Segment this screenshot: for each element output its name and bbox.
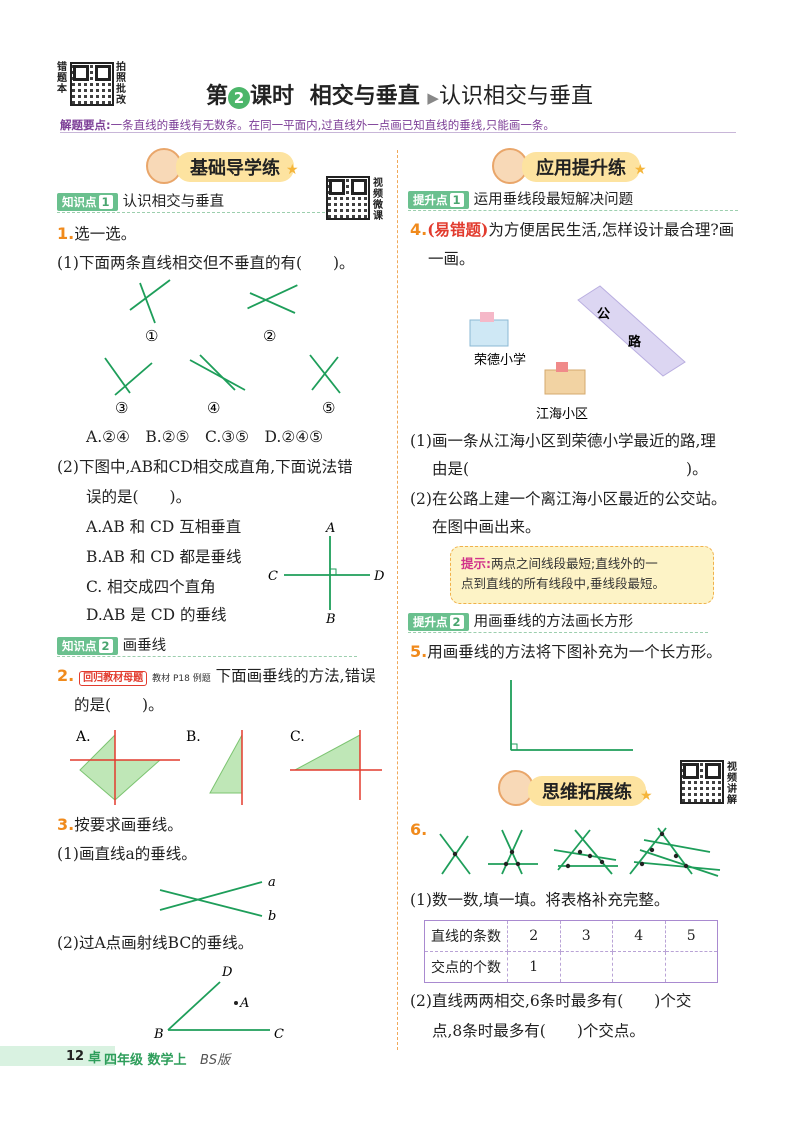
option-d: D.AB 是 CD 的垂线 [86,606,227,624]
section-title-basic: 基础导学练 [176,152,294,182]
question-3-part-2: (2)过A点画射线BC的垂线。 [57,934,254,952]
lesson-number-badge: 2 [228,87,251,109]
table-row: 交点的个数 1 [424,951,718,983]
question-6-part-2b: 点,8条时最多有( )个交点。 [432,1022,645,1040]
question-5-stem: 5.用画垂线的方法将下图补充为一个长方形。 [410,642,722,661]
question-6-part-2a: (2)直线两两相交,6条时最多有( )个交 [410,992,692,1010]
intersection-pattern-figure [439,827,721,877]
star-icon: ★ [286,162,299,178]
table-cell: 4 [612,920,666,952]
option-c: C. 相交成四个直角 [86,578,216,596]
road-map-figure: 公 路 荣德小学 江海小区 [469,285,686,422]
section-title-applied: 应用提升练 [522,152,640,182]
table-cell-blank[interactable] [664,951,718,983]
question-4-part-2a: (2)在公路上建一个离江海小区最近的公交站。 [410,490,727,508]
option-a: A.AB 和 CD 互相垂直 [86,518,242,536]
question-4-part-2b: 在图中画出来。 [432,518,541,536]
svg-text:荣德小学: 荣德小学 [474,352,526,368]
question-1-part-1: (1)下面两条直线相交但不垂直的有( )。 [57,254,355,272]
perpendicular-ab-cd-figure: A B C D [268,521,385,627]
svg-text:D: D [221,965,233,980]
option-b: B.AB 和 CD 都是垂线 [86,548,242,566]
question-4-part-1b: 由是( )。 [432,460,708,478]
video-lesson-label: 视频微课 [373,178,383,222]
question-6-number: 6. [410,820,428,839]
svg-text:a: a [268,875,276,890]
svg-text:B: B [325,612,336,627]
triangle-arrow-icon: ▶ [427,89,439,107]
svg-text:A.: A. [75,729,91,745]
question-1-options: A.②④ B.②⑤ C.③⑤ D.②④⑤ [86,428,324,446]
qr-code-icon[interactable] [326,176,370,220]
star-icon: ★ [640,788,653,804]
footer-bar [0,1046,115,1066]
hint-bar: 解题要点:一条直线的垂线有无数条。在同一平面内,过直线外一点画已知直线的垂线,只… [60,114,736,133]
qr-code-icon[interactable] [680,760,724,804]
table-header-lines: 直线的条数 [424,920,508,952]
intersection-count-table: 直线的条数 2 3 4 5 交点的个数 1 [424,920,718,983]
star-icon: ★ [634,162,647,178]
column-divider [397,150,398,1050]
set-square-methods-figure: A. B. C. [70,729,382,805]
table-cell: 2 [507,920,561,952]
question-6-part-1: (1)数一数,填一填。将表格补充完整。 [410,891,670,909]
page-number: 12 [66,1049,85,1064]
svg-text:B: B [153,1027,164,1042]
question-4-stem: 4.(易错题)为方便居民生活,怎样设计最合理?画 [410,220,735,239]
question-3-part-1: (1)画直线a的垂线。 [57,845,197,863]
footer-series: 四年级 数学上 [104,1053,187,1068]
svg-text:A: A [239,996,249,1011]
question-3-stem: 3.按要求画垂线。 [57,815,183,834]
question-2-stem: 2. 回归教材母题 教材 P18 例题 下面画垂线的方法,错误 [57,666,376,686]
table-cell-blank[interactable] [612,951,666,983]
table-cell: 5 [664,920,718,952]
svg-text:公: 公 [597,307,610,322]
wrong-book-label: 错题本 [57,62,67,95]
brand-logo-icon: 卓 [88,1051,102,1066]
ray-bc-figure: D A B C [153,965,284,1042]
svg-text:D: D [373,569,385,584]
qr-code-icon[interactable] [70,62,114,106]
tip-box: 提示:两点之间线段最短;直线外的一 点到直线的所有线段中,垂线段最短。 [450,546,714,604]
intersecting-lines-figures: ① ② ③ ④ ⑤ [104,279,341,417]
svg-text:江海小区: 江海小区 [536,407,588,422]
table-cell-blank[interactable] [559,951,613,983]
table-cell: 1 [507,951,561,983]
photo-grading-label: 拍照批改 [116,62,126,106]
figure-label-5: ⑤ [322,399,335,417]
svg-text:路: 路 [628,334,642,350]
video-explain-label: 视频讲解 [727,762,737,806]
section-title-thinking: 思维拓展练 [528,776,646,806]
figure-label-3: ③ [115,399,128,417]
table-header-points: 交点的个数 [424,951,508,983]
svg-text:B.: B. [186,729,201,745]
figure-label-2: ② [263,327,276,345]
lines-a-b-figure: a b [159,875,276,924]
svg-text:A: A [325,521,335,536]
question-4-part-1a: (1)画一条从江海小区到荣德小学最近的路,理 [410,432,716,450]
svg-text:C.: C. [290,729,305,745]
question-1-part-2a: (2)下图中,AB和CD相交成直角,下面说法错 [57,458,353,476]
svg-text:b: b [268,909,276,924]
figure-label-1: ① [145,327,158,345]
question-1-stem: 1.选一选。 [57,224,137,243]
right-angle-figure [510,680,633,751]
question-1-part-2b: 误的是( )。 [86,488,192,506]
table-row: 直线的条数 2 3 4 5 [424,920,718,952]
figure-label-4: ④ [207,399,220,417]
table-cell: 3 [559,920,613,952]
footer-version: BS版 [200,1053,231,1068]
question-2-stem-b: 的是( )。 [74,696,164,714]
question-4-stem-b: 一画。 [428,250,475,268]
svg-text:C: C [274,1027,284,1042]
svg-text:C: C [268,569,278,584]
